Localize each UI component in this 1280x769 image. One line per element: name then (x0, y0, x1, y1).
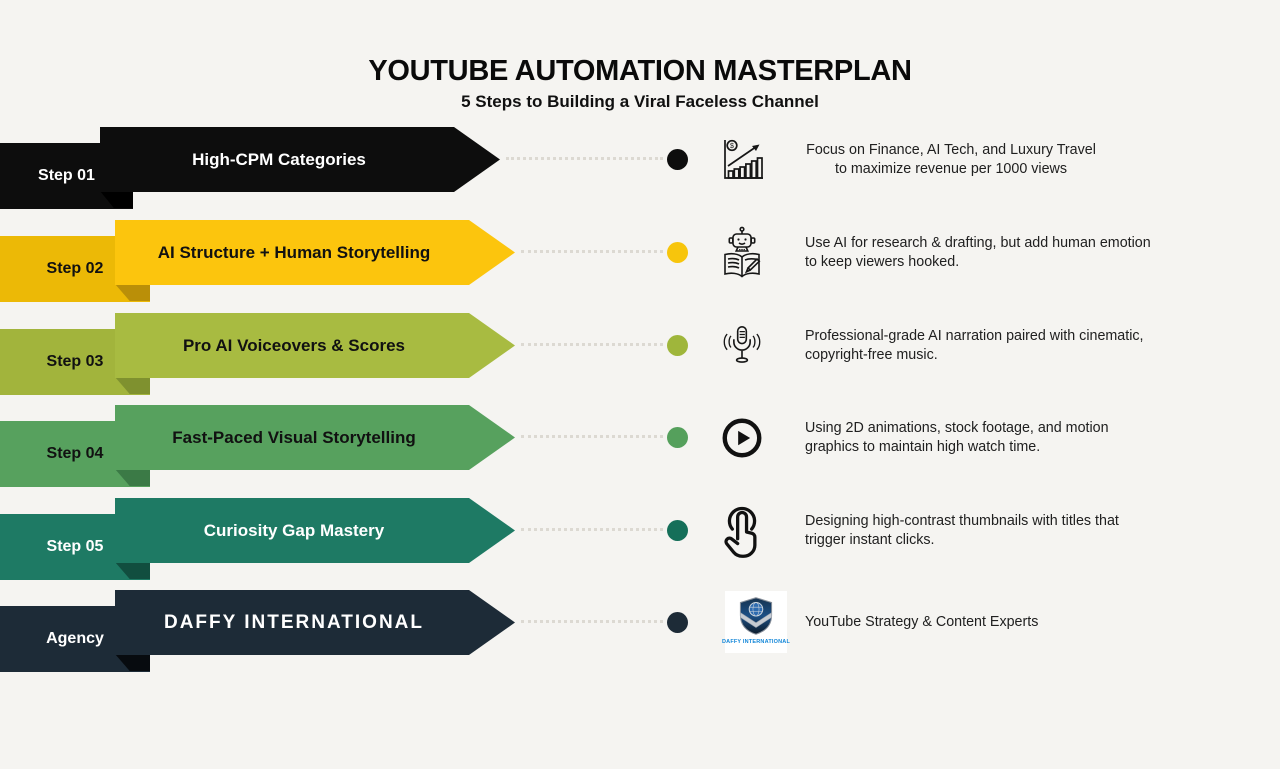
description-line: Focus on Finance, AI Tech, and Luxury Tr… (806, 141, 1096, 158)
dotted-connector (506, 157, 663, 160)
dotted-connector (521, 343, 663, 346)
step-banner: Pro AI Voiceovers & Scores (115, 313, 515, 378)
robot-book-icon (712, 223, 772, 283)
description-line: to keep viewers hooked. (805, 253, 960, 270)
step-banner-title: Pro AI Voiceovers & Scores (182, 335, 406, 355)
description-line: copyright-free music. (805, 346, 938, 363)
page-subtitle: 5 Steps to Building a Viral Faceless Cha… (461, 92, 819, 111)
step-row-01: Step 01 High-CPM Categories $ F (0, 127, 1280, 209)
step-tab-label: Step 02 (46, 260, 104, 277)
step-row-04: Step 04 Fast-Paced Visual Storytelling U… (0, 405, 1280, 487)
description-line: Designing high-contrast thumbnails with … (805, 512, 1119, 529)
step-tab-label: Step 03 (46, 353, 104, 370)
connector-dot (667, 242, 688, 263)
step-description: Professional-grade AI narration paired w… (805, 313, 1185, 378)
microphone-icon (712, 316, 772, 376)
play-icon (712, 408, 772, 468)
dotted-connector (521, 528, 663, 531)
connector-dot (667, 335, 688, 356)
step-row-05: Step 05 Curiosity Gap Mastery Designing … (0, 498, 1280, 580)
step-banner: Fast-Paced Visual Storytelling (115, 405, 515, 470)
connector-dot (667, 612, 688, 633)
agency-banner: DAFFY INTERNATIONAL (115, 590, 515, 655)
description-line: YouTube Strategy & Content Experts (805, 614, 1039, 630)
step-banner: AI Structure + Human Storytelling (115, 220, 515, 285)
connector-dot (667, 149, 688, 170)
description-line: Professional-grade AI narration paired w… (805, 327, 1144, 344)
step-tab-label: Step 05 (46, 538, 104, 555)
chart-growth-icon: $ (712, 130, 772, 190)
step-banner: High-CPM Categories (100, 127, 500, 192)
step-description: Focus on Finance, AI Tech, and Luxury Tr… (805, 127, 1097, 192)
description-line: Use AI for research & drafting, but add … (805, 234, 1151, 251)
step-tab-label: Step 04 (46, 445, 104, 462)
daffy-international-logo: DAFFY INTERNATIONAL (721, 591, 791, 653)
description-line: trigger instant clicks. (805, 531, 935, 548)
step-row-03: Step 03 Pro AI Voiceovers & Scores Profe… (0, 313, 1280, 395)
connector-dot (667, 520, 688, 541)
connector-dot (667, 427, 688, 448)
agency-row: Agency DAFFY INTERNATIONAL (0, 590, 1280, 672)
description-line: Using 2D animations, stock footage, and … (805, 419, 1109, 436)
dotted-connector (521, 435, 663, 438)
step-row-02: Step 02 AI Structure + Human Storytellin… (0, 220, 1280, 302)
description-line: to maximize revenue per 1000 views (834, 160, 1068, 177)
step-description: Use AI for research & drafting, but add … (805, 220, 1185, 285)
step-banner-title: AI Structure + Human Storytelling (157, 242, 431, 262)
description-line: graphics to maintain high watch time. (805, 438, 1041, 455)
agency-banner-title: DAFFY INTERNATIONAL (163, 611, 424, 633)
agency-tab-label: Agency (46, 630, 104, 647)
step-banner-title: Curiosity Gap Mastery (203, 520, 385, 540)
logo-caption: DAFFY INTERNATIONAL (721, 639, 791, 645)
tap-finger-icon (712, 501, 772, 561)
dotted-connector (521, 250, 663, 253)
step-tab-label: Step 01 (38, 167, 95, 184)
svg-text:$: $ (730, 143, 734, 150)
agency-description: YouTube Strategy & Content Experts (805, 590, 1185, 655)
step-banner: Curiosity Gap Mastery (115, 498, 515, 563)
step-description: Using 2D animations, stock footage, and … (805, 405, 1185, 470)
dotted-connector (521, 620, 663, 623)
page-title: YOUTUBE AUTOMATION MASTERPLAN (368, 55, 912, 87)
step-description: Designing high-contrast thumbnails with … (805, 498, 1185, 563)
step-banner-title: High-CPM Categories (192, 149, 366, 169)
step-banner-title: Fast-Paced Visual Storytelling (172, 427, 416, 447)
